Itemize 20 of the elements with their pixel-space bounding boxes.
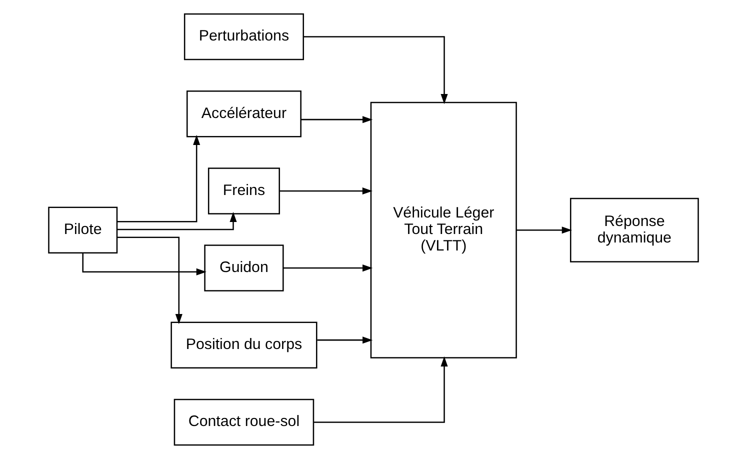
node-box: Freins [208, 167, 280, 214]
arrow [301, 116, 373, 123]
node-box: Guidon [204, 244, 284, 291]
arrow [116, 211, 237, 230]
arrow [280, 186, 373, 194]
node-box: Véhicule Léger Tout Terrain (VLTT) [370, 101, 517, 358]
arrow [304, 36, 448, 104]
node-box: Contact roue-sol [174, 398, 314, 446]
arrow [117, 236, 182, 324]
node-box: Accélérateur [186, 90, 302, 137]
arrow [283, 264, 373, 272]
arrow [82, 252, 206, 275]
arrow [314, 356, 448, 422]
node-box: Perturbations [184, 12, 304, 60]
arrow [116, 134, 200, 222]
arrow [317, 336, 373, 344]
node-box: Pilote [48, 206, 118, 253]
node-box: Réponse dynamique [570, 197, 699, 262]
node-box: Position du corps [170, 321, 318, 368]
arrow [516, 226, 572, 234]
